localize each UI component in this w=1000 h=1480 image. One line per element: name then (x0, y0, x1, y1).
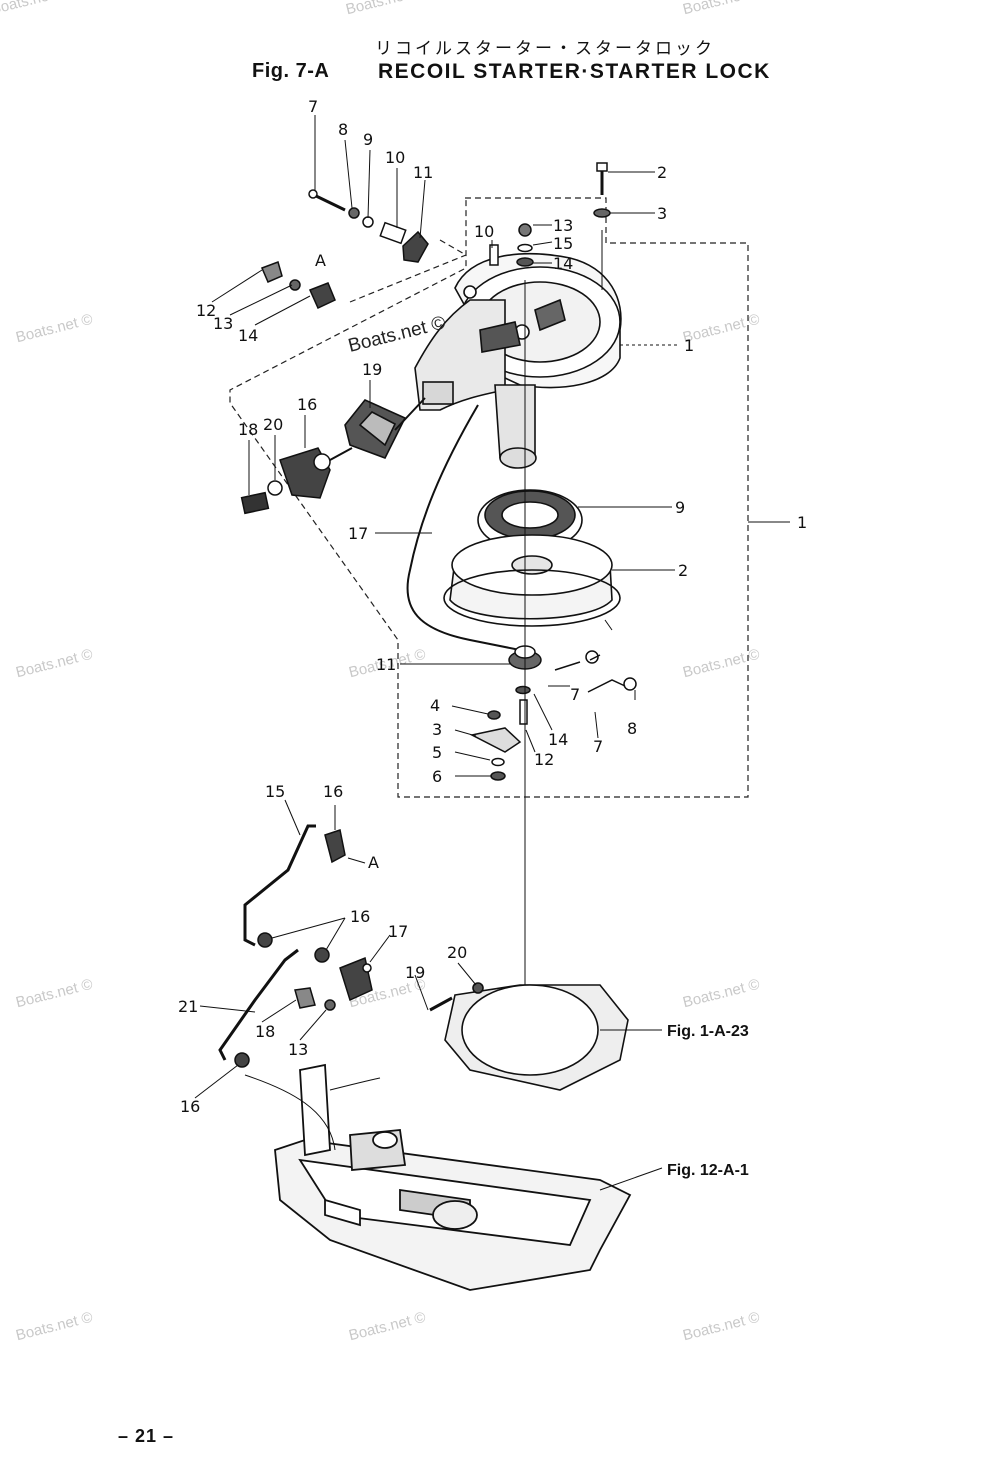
callout-a: A (315, 251, 326, 270)
callout-7: 7 (308, 97, 318, 116)
callout-20: 20 (263, 415, 283, 434)
callouts-lower: 15 16 A 16 17 20 19 21 18 13 16 (178, 782, 467, 1116)
callout-20b: 20 (447, 943, 467, 962)
callout-9b: 9 (675, 498, 685, 517)
top-left-fasteners (261, 189, 429, 310)
callout-13b: 13 (213, 314, 233, 333)
callout-14c: 14 (548, 730, 568, 749)
callout-10b: 10 (474, 222, 494, 241)
starter-rope (406, 404, 521, 651)
callout-2b: 2 (678, 561, 688, 580)
callout-15b: 15 (265, 782, 285, 801)
callout-5: 5 (432, 743, 442, 762)
reel-assembly (443, 489, 621, 627)
callout-8: 8 (338, 120, 348, 139)
callout-10: 10 (385, 148, 405, 167)
callout-17: 17 (348, 524, 368, 543)
callout-14b: 14 (238, 326, 258, 345)
callout-3b: 3 (432, 720, 442, 739)
callout-16b: 16 (323, 782, 343, 801)
page-title: RECOIL STARTER·STARTER LOCK (378, 60, 771, 83)
callouts-upper: 7 8 9 10 11 2 3 13 15 14 10 A 12 13 14 1… (196, 97, 807, 786)
callout-3: 3 (657, 204, 667, 223)
callout-1: 1 (684, 336, 694, 355)
figure-id: Fig. 7-A (252, 60, 330, 82)
callout-16c: 16 (350, 907, 370, 926)
leader-lines (194, 115, 790, 1191)
lock-linkage-parts (234, 829, 373, 1068)
starter-cover (414, 253, 622, 469)
callout-14: 14 (553, 254, 573, 273)
top-right-fasteners (489, 162, 611, 267)
callout-1b: 1 (797, 513, 807, 532)
starter-handle (344, 397, 426, 459)
callout-19b: 19 (405, 963, 425, 982)
bottom-cowling (244, 1063, 632, 1291)
callout-18b: 18 (255, 1022, 275, 1041)
assembly-boundary (229, 197, 749, 798)
japanese-title: リコイルスターター・スタータロック (375, 39, 715, 59)
callout-a2: A (368, 853, 379, 872)
callout-9: 9 (363, 130, 373, 149)
callout-16d: 16 (180, 1097, 200, 1116)
callout-12: 12 (196, 301, 216, 320)
callout-13c: 13 (288, 1040, 308, 1059)
callout-21: 21 (178, 997, 198, 1016)
callout-12b: 12 (534, 750, 554, 769)
callout-18: 18 (238, 420, 258, 439)
callout-7b: 7 (570, 685, 580, 704)
callout-17b: 17 (388, 922, 408, 941)
adapter-plate (429, 982, 629, 1091)
lock-rod-15 (243, 824, 316, 947)
callout-19: 19 (362, 360, 382, 379)
callout-13: 13 (553, 216, 573, 235)
callout-2: 2 (657, 163, 667, 182)
callout-6: 6 (432, 767, 442, 786)
lock-lever (240, 447, 353, 515)
page-number: – 21 – (118, 1426, 175, 1446)
callout-11b: 11 (376, 655, 396, 674)
callout-11: 11 (413, 163, 433, 182)
callout-7c: 7 (593, 737, 603, 756)
figure-ref-12-a-1: Fig. 12-A-1 (667, 1162, 749, 1179)
callout-16: 16 (297, 395, 317, 414)
lock-rod-21 (218, 948, 299, 1061)
callout-4: 4 (430, 696, 440, 715)
figure-ref-1-a-23: Fig. 1-A-23 (667, 1023, 749, 1040)
callout-15: 15 (553, 234, 573, 253)
callout-8b: 8 (627, 719, 637, 738)
